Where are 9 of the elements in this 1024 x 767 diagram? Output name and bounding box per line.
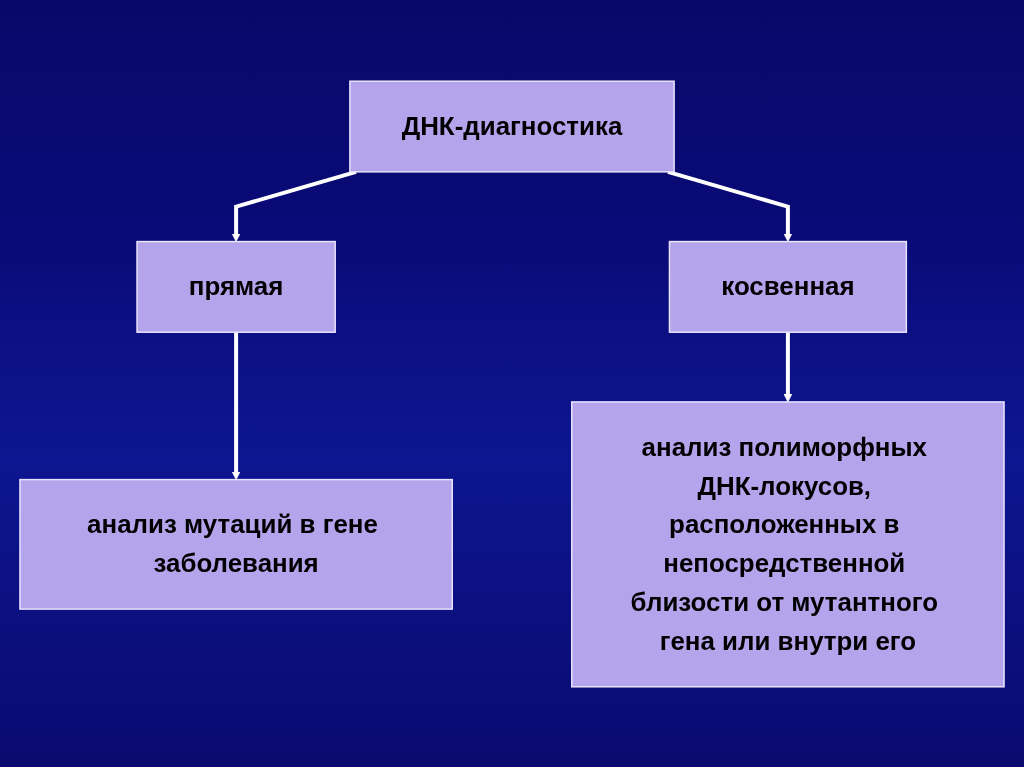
arrow <box>231 169 357 242</box>
arrow <box>667 169 793 242</box>
node-box: анализ мутаций в гене заболевания <box>19 478 453 610</box>
node-box: косвенная <box>668 240 908 333</box>
arrow <box>231 331 241 480</box>
node-box: ДНК-диагностика <box>349 79 675 173</box>
node-box: прямая <box>136 240 336 333</box>
node-box: анализ полиморфных ДНК-локусов, расположенных в непосредственной близости от мутантного гена или внутри его <box>571 400 1005 688</box>
arrow <box>783 331 793 402</box>
